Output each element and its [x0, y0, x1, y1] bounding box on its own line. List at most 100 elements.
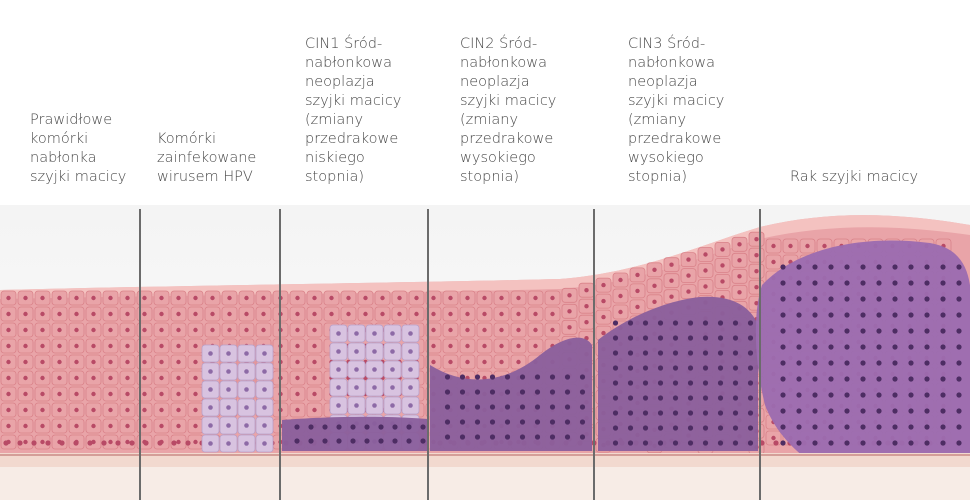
cell-nucleus: [108, 392, 112, 396]
dysplastic-nucleus: [490, 374, 495, 379]
cell-nucleus: [380, 296, 384, 300]
dysplastic-nucleus: [336, 438, 341, 443]
dysplastic-nucleus: [550, 419, 555, 424]
dysplastic-nucleus: [580, 434, 585, 439]
cell-nucleus: [108, 296, 112, 300]
infected-nucleus: [226, 369, 231, 374]
cell-nucleus: [244, 328, 248, 332]
cell-nucleus: [23, 312, 27, 316]
cancer-nucleus: [940, 360, 945, 365]
cancer-nucleus: [844, 392, 849, 397]
cell-nucleus: [312, 376, 316, 380]
cell-nucleus: [6, 424, 10, 428]
cancer-nucleus: [892, 312, 897, 317]
stage-label-line: wirusem HPV: [157, 168, 256, 187]
stage-label-line: wysokiego: [460, 149, 556, 168]
infected-nucleus: [226, 387, 231, 392]
dysplastic-nucleus: [733, 425, 738, 430]
cell-nucleus: [771, 260, 775, 264]
dysplastic-nucleus: [643, 425, 648, 430]
cell-nucleus: [295, 392, 299, 396]
cancer-nucleus: [812, 328, 817, 333]
infected-nucleus: [262, 441, 267, 446]
cancer-nucleus: [908, 440, 913, 445]
cancer-nucleus: [796, 296, 801, 301]
cell-nucleus: [516, 328, 520, 332]
stage-label-line: stopnia): [460, 168, 556, 187]
cell-nucleus: [23, 296, 27, 300]
cell-nucleus: [125, 440, 129, 444]
dysplastic-nucleus: [445, 389, 450, 394]
cell-nucleus: [91, 392, 95, 396]
cell-nucleus: [142, 392, 146, 396]
dysplastic-nucleus: [294, 438, 299, 443]
dysplastic-nucleus: [733, 365, 738, 370]
dysplastic-nucleus: [748, 350, 753, 355]
cancer-nucleus: [812, 392, 817, 397]
stage-label-line: neoplazja: [628, 73, 724, 92]
stage-label-line: przedrakowe: [305, 130, 401, 149]
cell-nucleus: [210, 328, 214, 332]
dysplastic-nucleus: [688, 425, 693, 430]
cell-nucleus: [108, 328, 112, 332]
cell-nucleus: [414, 296, 418, 300]
stage-label-line: komórki: [30, 130, 126, 149]
dysplastic-nucleus: [643, 335, 648, 340]
dysplastic-nucleus: [748, 365, 753, 370]
cancer-nucleus: [812, 360, 817, 365]
dysplastic-nucleus: [535, 434, 540, 439]
cell-nucleus: [40, 344, 44, 348]
cancer-nucleus: [844, 312, 849, 317]
cancer-nucleus: [812, 408, 817, 413]
cancer-nucleus: [924, 408, 929, 413]
cancer-nucleus: [892, 280, 897, 285]
dysplastic-nucleus: [718, 410, 723, 415]
cervical-tissue-illustration: [0, 205, 970, 500]
dysplastic-nucleus: [688, 440, 693, 445]
cancer-nucleus: [940, 296, 945, 301]
cancer-nucleus: [908, 264, 913, 269]
cell-nucleus: [176, 376, 180, 380]
infected-nucleus: [226, 441, 231, 446]
cancer-nucleus: [940, 344, 945, 349]
cell-nucleus: [499, 360, 503, 364]
infected-nucleus: [408, 367, 413, 372]
cell-nucleus: [193, 424, 197, 428]
dysplastic-nucleus: [520, 404, 525, 409]
dysplastic-nucleus: [703, 335, 708, 340]
dysplastic-nucleus: [658, 380, 663, 385]
cancer-nucleus: [924, 264, 929, 269]
infected-nucleus: [390, 349, 395, 354]
dysplastic-nucleus: [703, 320, 708, 325]
cell-nucleus: [176, 360, 180, 364]
dysplastic-nucleus: [580, 374, 585, 379]
dysplastic-nucleus: [673, 380, 678, 385]
cancer-nucleus: [924, 328, 929, 333]
cell-nucleus: [125, 328, 129, 332]
cell-nucleus: [108, 344, 112, 348]
cell-nucleus: [482, 344, 486, 348]
infected-nucleus: [408, 403, 413, 408]
cancer-nucleus: [924, 296, 929, 301]
cancer-nucleus: [828, 264, 833, 269]
dysplastic-nucleus: [460, 374, 465, 379]
cancer-nucleus: [796, 424, 801, 429]
dysplastic-nucleus: [658, 320, 663, 325]
cancer-nucleus: [940, 408, 945, 413]
dysplastic-nucleus: [718, 440, 723, 445]
dysplastic-nucleus: [490, 434, 495, 439]
cell-nucleus: [142, 296, 146, 300]
dysplastic-nucleus: [322, 438, 327, 443]
cancer-nucleus: [780, 328, 785, 333]
cell-nucleus: [74, 408, 78, 412]
dysplastic-nucleus: [550, 374, 555, 379]
cell-nucleus: [6, 392, 10, 396]
infected-nucleus: [244, 405, 249, 410]
cell-nucleus: [57, 376, 61, 380]
infected-nucleus: [226, 405, 231, 410]
stage-label-line: (zmiany: [628, 111, 724, 130]
infected-nucleus: [354, 367, 359, 372]
dysplastic-nucleus: [406, 424, 411, 429]
dysplastic-nucleus: [505, 434, 510, 439]
